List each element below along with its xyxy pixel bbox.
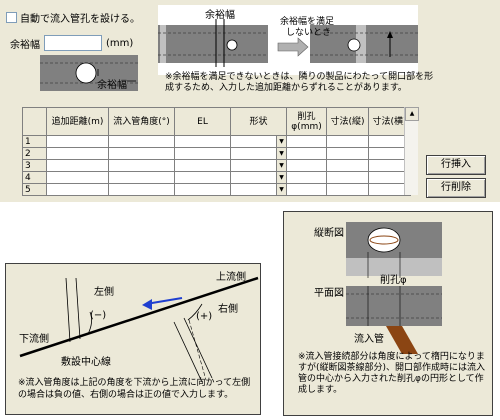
grid-cell[interactable]: [326, 147, 369, 160]
grid-cell[interactable]: [286, 135, 327, 148]
left-side-label: 左側: [94, 287, 114, 298]
col-header-angle[interactable]: 流入管角度(°): [108, 107, 175, 136]
bore-note: ※流入管接続部分は角度によって楕円になりますが(縦断図茶線部分)、開口部作成時に…: [298, 352, 486, 395]
margin-note: ※余裕幅を満足できないときは、隣りの製品にわたって開口部を形 成するため、入力し…: [165, 72, 455, 94]
insert-row-button[interactable]: 行挿入: [426, 155, 486, 175]
angle-diagram: [19, 276, 259, 383]
row-number[interactable]: 2: [22, 147, 47, 160]
margin-unit: (mm): [106, 37, 134, 49]
grid-cell[interactable]: [46, 135, 109, 148]
row-number[interactable]: 5: [22, 183, 47, 196]
bore-diagram: [346, 222, 442, 354]
grid-cell[interactable]: [108, 147, 175, 160]
dropdown-arrow-icon[interactable]: ▼: [276, 172, 286, 183]
shortfall-caption-2: しないとき: [286, 28, 332, 38]
row-number[interactable]: 4: [22, 171, 47, 184]
grid-cell[interactable]: [108, 183, 175, 196]
grid-cell[interactable]: [174, 183, 231, 196]
right-side-label: 右側: [218, 304, 238, 315]
shape-dropdown[interactable]: ▼: [230, 135, 287, 148]
dropdown-arrow-icon[interactable]: ▼: [276, 136, 286, 147]
table-row: 4 ▼: [22, 171, 411, 184]
shape-dropdown[interactable]: ▼: [230, 159, 287, 172]
col-header-height[interactable]: 寸法(縦): [326, 107, 369, 136]
grid-cell[interactable]: [46, 183, 109, 196]
bore-circle: [75, 62, 97, 84]
inflow-pipe-label: 流入管: [354, 334, 384, 345]
grid-cell[interactable]: [326, 135, 369, 148]
table-row: 1 ▼: [22, 135, 411, 148]
table-row: 5 ▼: [22, 183, 411, 196]
dropdown-arrow-icon[interactable]: ▼: [276, 160, 286, 171]
longitudinal-label: 縦断図: [314, 228, 344, 239]
col-header-el[interactable]: EL: [174, 107, 231, 136]
margin-label: 余裕幅: [10, 39, 40, 51]
plan-label: 平面図: [314, 288, 344, 299]
dropdown-arrow-icon[interactable]: ▼: [276, 148, 286, 159]
grid-scrollbar[interactable]: ▲: [404, 107, 419, 195]
grid-cell[interactable]: [326, 171, 369, 184]
grid-cell[interactable]: [46, 171, 109, 184]
row-number[interactable]: 3: [22, 159, 47, 172]
bore-diagram-box: 縦断図 削孔φ 平面図 流入管 ※流入管接続部分は角度によって楕円になりますが(…: [283, 211, 493, 416]
table-row: 2 ▼: [22, 147, 411, 160]
angle-diagram-box: 上流側 左側 右側 (−) (+) 下流側 敷設中心線 ※流入管角度は上記の角度…: [5, 263, 261, 415]
auto-inflow-option[interactable]: 自動で流入管孔を設ける。: [6, 10, 140, 25]
grid-cell[interactable]: [286, 183, 327, 196]
shortfall-caption-1: 余裕幅を満足: [280, 17, 335, 27]
auto-inflow-label: 自動で流入管孔を設ける。: [20, 14, 140, 25]
grid-corner: [22, 107, 47, 136]
centerline-label: 敷設中心線: [61, 357, 111, 368]
grid-cell[interactable]: [174, 159, 231, 172]
inflow-pipe-grid: 追加距離(m) 流入管角度(°) EL 形状 削孔φ(mm) 寸法(縦) 寸法(…: [22, 107, 411, 196]
settings-panel: 自動で流入管孔を設ける。 余裕幅 (mm) 余裕幅 余裕幅 余裕幅を満足 しな: [0, 0, 500, 202]
inflow-pipe-shape: [386, 326, 418, 354]
centerline: [19, 276, 259, 358]
margin-note-line1: ※余裕幅を満足できないときは、隣りの製品にわたって開口部を形: [165, 72, 434, 82]
small-margin-label: 余裕幅: [97, 76, 127, 91]
grid-header-row: 追加距離(m) 流入管角度(°) EL 形状 削孔φ(mm) 寸法(縦) 寸法(…: [22, 107, 411, 136]
grid-cell[interactable]: [108, 159, 175, 172]
grid-cell[interactable]: [286, 159, 327, 172]
top-margin-label: 余裕幅: [205, 10, 235, 21]
grid-cell[interactable]: [108, 135, 175, 148]
auto-inflow-checkbox[interactable]: [6, 12, 17, 23]
minus-label: (−): [90, 310, 107, 321]
delete-row-button[interactable]: 行削除: [426, 178, 486, 198]
scroll-up-icon[interactable]: ▲: [405, 107, 419, 121]
plus-label: (+): [196, 311, 213, 322]
grid-cell[interactable]: [46, 159, 109, 172]
shape-dropdown[interactable]: ▼: [230, 147, 287, 160]
grid-cell[interactable]: [286, 171, 327, 184]
margin-shortfall-illustration: [158, 5, 418, 75]
shape-dropdown[interactable]: ▼: [230, 171, 287, 184]
col-header-bore[interactable]: 削孔φ(mm): [286, 107, 327, 136]
col-header-shape[interactable]: 形状: [230, 107, 287, 136]
bore-label: 削孔φ: [380, 275, 407, 286]
margin-row: 余裕幅 (mm): [10, 35, 133, 51]
margin-input[interactable]: [44, 35, 102, 51]
grid-cell[interactable]: [108, 171, 175, 184]
grid-cell[interactable]: [174, 147, 231, 160]
margin-note-line2: 成するため、入力した追加距離からずれることがあります。: [165, 83, 407, 93]
grid-cell[interactable]: [46, 147, 109, 160]
grid-cell[interactable]: [174, 171, 231, 184]
grid-cell[interactable]: [286, 147, 327, 160]
margin-illustration: [40, 55, 138, 91]
downstream-label: 下流側: [19, 334, 49, 345]
angle-note: ※流入管角度は上記の角度を下流から上流に向かって左側の場合は負の値、右側の場合は…: [18, 378, 251, 400]
table-row: 3 ▼: [22, 159, 411, 172]
col-header-distance[interactable]: 追加距離(m): [46, 107, 109, 136]
grid-cell[interactable]: [326, 183, 369, 196]
shape-dropdown[interactable]: ▼: [230, 183, 287, 196]
dropdown-arrow-icon[interactable]: ▼: [276, 184, 286, 195]
right-arrow-icon: [277, 37, 309, 57]
grid-cell[interactable]: [326, 159, 369, 172]
grid-cell[interactable]: [174, 135, 231, 148]
row-number[interactable]: 1: [22, 135, 47, 148]
upstream-label: 上流側: [216, 272, 246, 283]
